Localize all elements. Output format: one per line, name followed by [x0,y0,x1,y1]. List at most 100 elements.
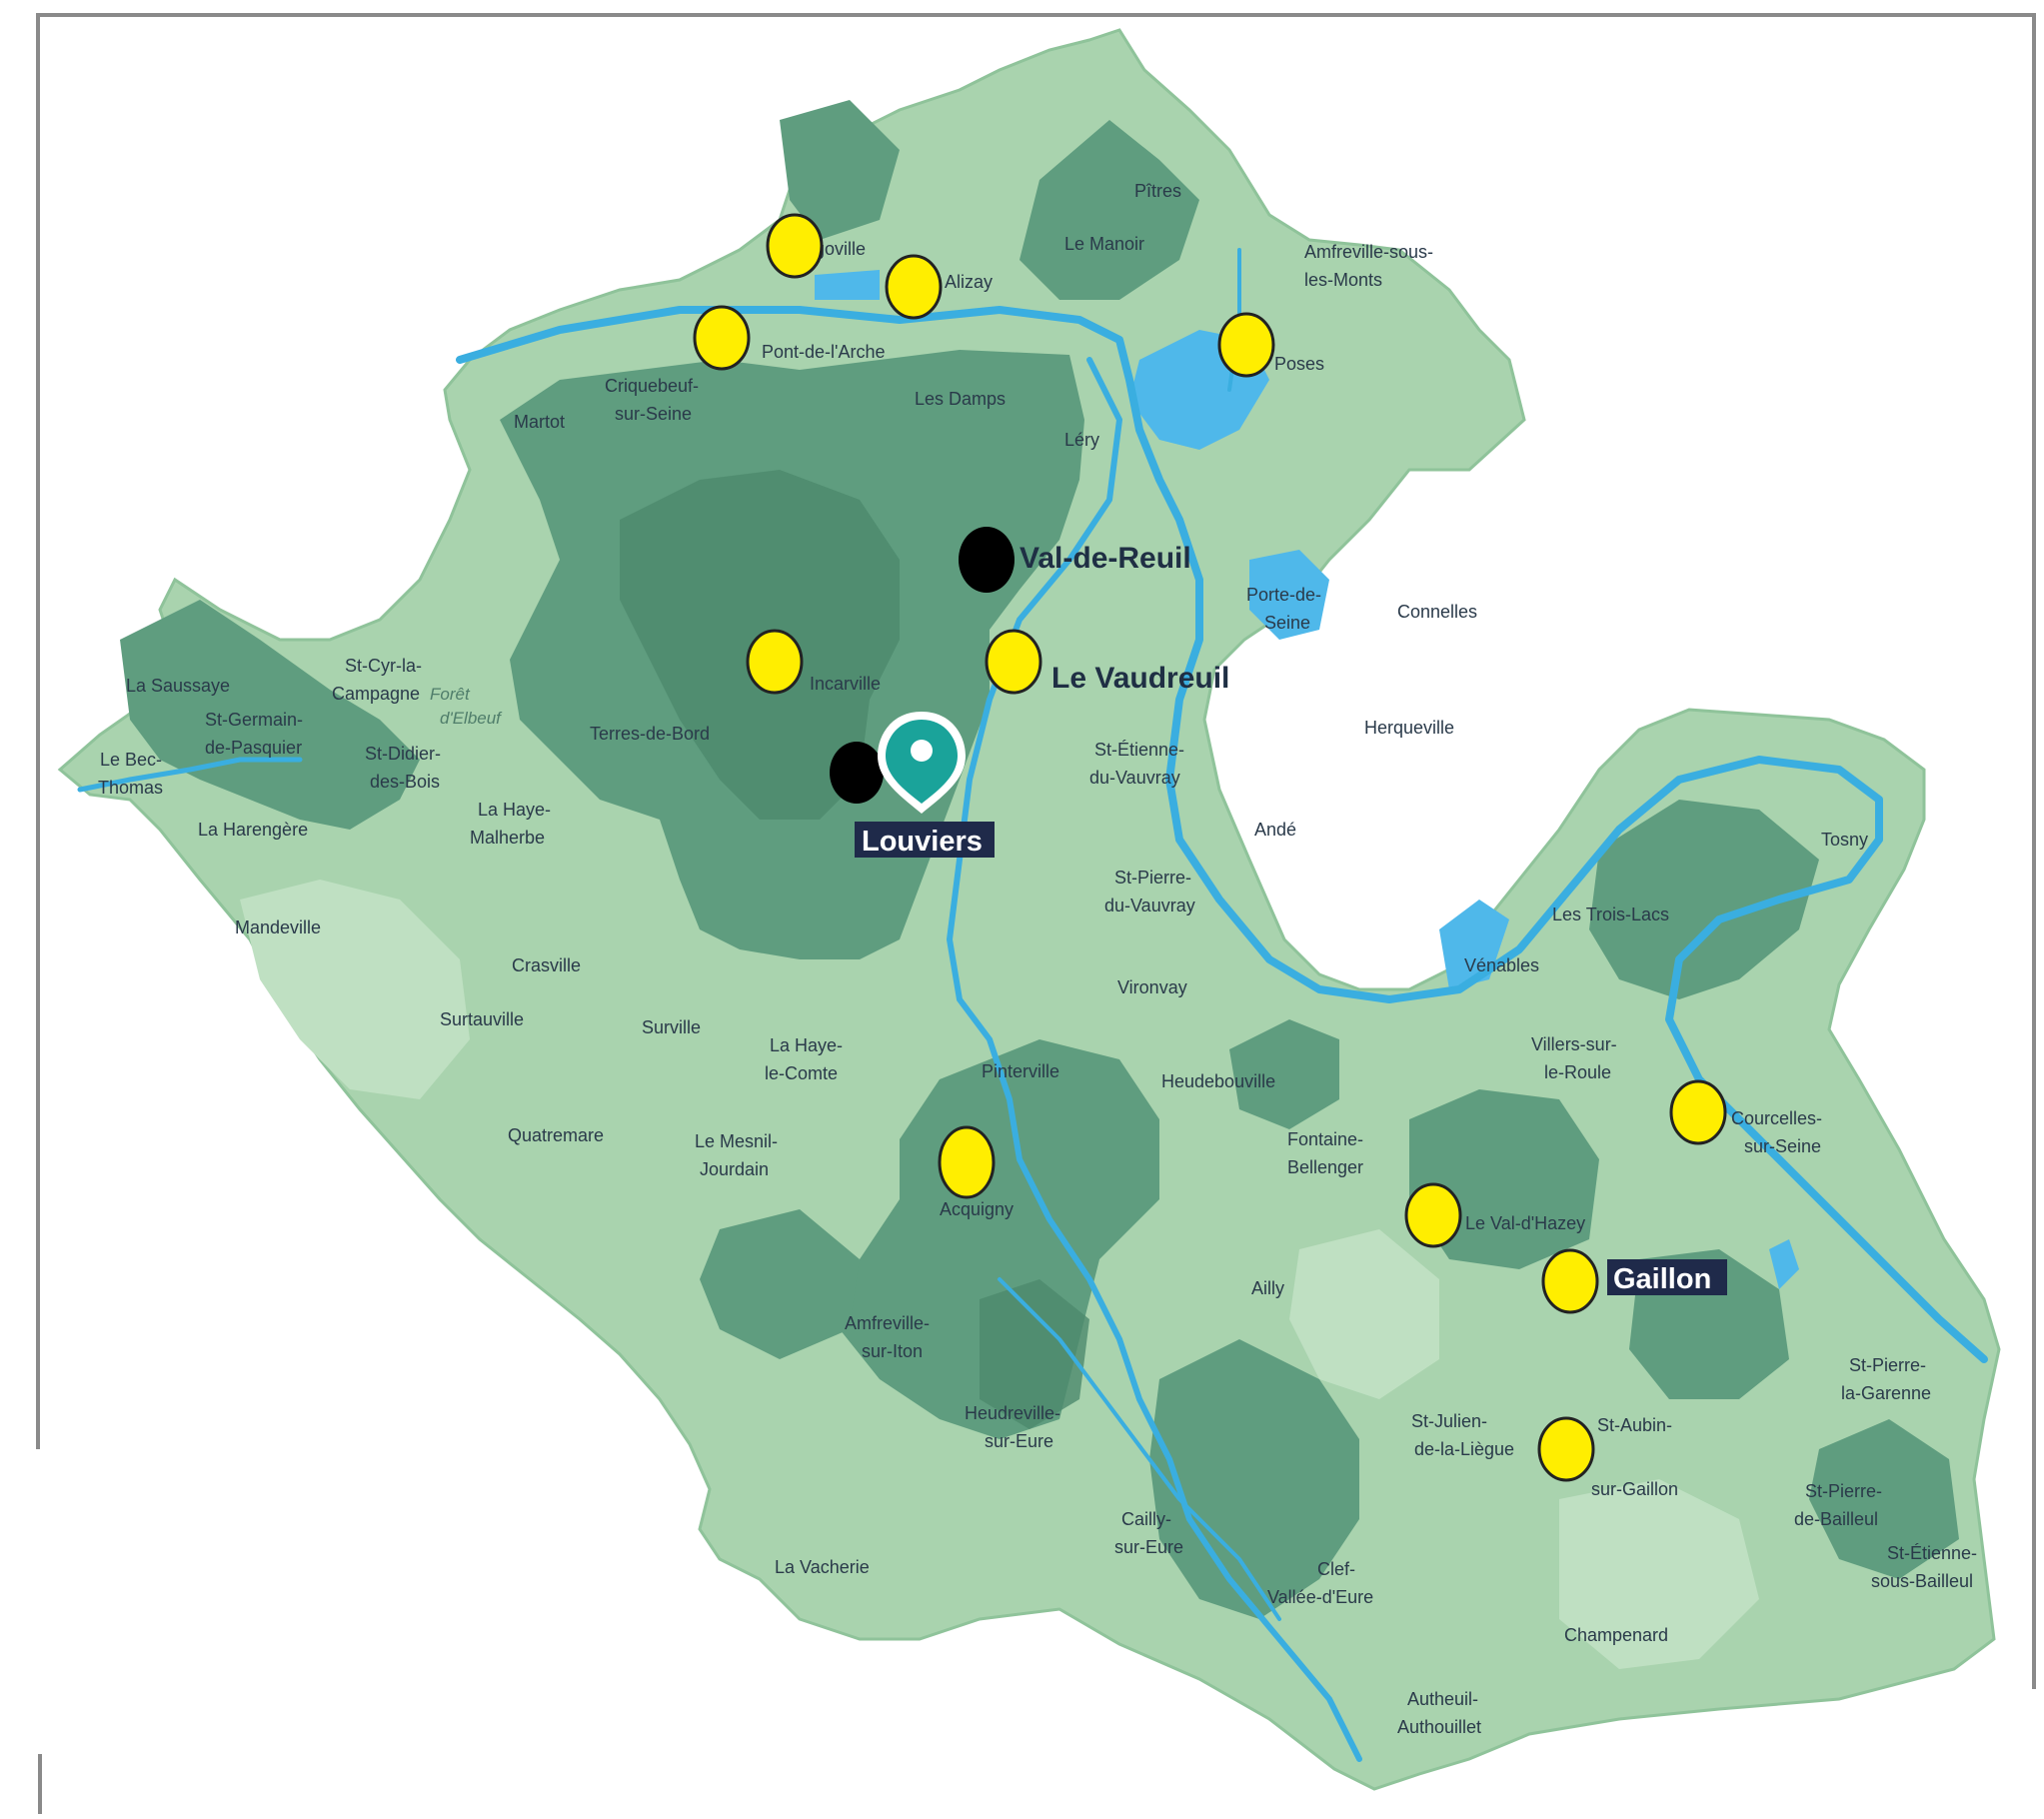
label-cailly-2: sur-Eure [1114,1537,1183,1557]
label-st-julien-2: de-la-Liègue [1414,1439,1514,1459]
label-courcelles-2: sur-Seine [1744,1136,1821,1156]
label-le-bec-1: Le Bec- [100,750,162,770]
label-la-vacherie: La Vacherie [775,1557,870,1577]
label-st-etienne-bailleul-2: sous-Bailleul [1871,1571,1973,1591]
label-courcelles-1: Courcelles- [1731,1108,1822,1128]
label-gaillon: Gaillon [1613,1263,1711,1295]
yellow-marker-st-aubin[interactable] [1537,1416,1595,1482]
label-heudebouville: Heudebouville [1161,1071,1275,1091]
label-ailly: Ailly [1251,1278,1284,1298]
label-st-didier-1: St-Didier- [365,744,441,764]
label-martot: Martot [514,412,565,432]
label-la-haye-comte-1: La Haye- [770,1035,843,1055]
forest-label-elbeuf-2: d'Elbeuf [440,709,503,728]
label-terres-de-bord: Terres-de-Bord [590,724,710,744]
label-st-aubin-1: St-Aubin- [1597,1415,1672,1435]
label-st-julien-1: St-Julien- [1411,1411,1487,1431]
yellow-marker-courcelles[interactable] [1669,1079,1727,1145]
black-markers[interactable] [830,527,1015,804]
label-amfreville-monts-1: Amfreville-sous- [1304,242,1433,262]
label-amfreville-iton-2: sur-Iton [862,1341,923,1361]
yellow-marker-incarville[interactable] [746,629,804,695]
label-pitres: Pîtres [1134,181,1181,201]
label-clef-1: Clef- [1317,1559,1355,1579]
label-st-germain-1: St-Germain- [205,710,303,730]
label-autheuil-2: Authouillet [1397,1717,1481,1737]
yellow-marker-gaillon[interactable] [1541,1248,1599,1314]
forest-label-elbeuf-1: Forêt [430,685,471,704]
label-la-haye-malherbe-2: Malherbe [470,828,545,848]
label-mandeville: Mandeville [235,917,321,937]
label-le-bec-2: Thomas [98,778,163,798]
label-heudreville-1: Heudreville- [965,1403,1060,1423]
label-ande: Andé [1254,820,1296,840]
label-st-etienne-vauvray-2: du-Vauvray [1089,768,1180,788]
label-amfreville-iton-1: Amfreville- [845,1313,930,1333]
label-st-etienne-bailleul-1: St-Étienne- [1887,1543,1977,1563]
label-criquebeuf-1: Criquebeuf- [605,376,699,396]
yellow-markers[interactable] [693,213,1727,1482]
label-la-harengere: La Harengère [198,820,308,840]
label-clef-2: Vallée-d'Eure [1267,1587,1373,1607]
label-pinterville: Pinterville [982,1061,1059,1081]
label-quatremare: Quatremare [508,1125,604,1145]
label-acquigny: Acquigny [940,1199,1014,1219]
label-st-germain-2: de-Pasquier [205,738,302,758]
yellow-marker-alizay[interactable] [885,254,943,320]
label-val-de-reuil: Val-de-Reuil [1020,542,1191,575]
label-st-didier-2: des-Bois [370,772,440,792]
label-porte-seine-1: Porte-de- [1246,585,1321,605]
label-le-vaudreuil: Le Vaudreuil [1051,662,1229,695]
town-labels: Igoville Alizay Pîtres Le Manoir Amfrevi… [98,181,1977,1737]
label-st-pierre-vauvray-2: du-Vauvray [1104,896,1195,915]
label-le-mesnil-2: Jourdain [700,1159,769,1179]
label-le-val-hazey: Le Val-d'Hazey [1465,1213,1585,1233]
yellow-marker-le-val-hazey[interactable] [1404,1182,1462,1248]
yellow-marker-igoville[interactable] [766,213,824,279]
label-igoville: Igoville [810,239,866,259]
label-st-cyr-1: St-Cyr-la- [345,656,422,676]
label-connelles: Connelles [1397,602,1477,622]
yellow-marker-pont-arche[interactable] [693,305,751,371]
label-les-damps: Les Damps [915,389,1006,409]
label-surville: Surville [642,1017,701,1037]
label-la-haye-malherbe-1: La Haye- [478,800,551,820]
label-criquebeuf-2: sur-Seine [615,404,692,424]
label-la-saussaye: La Saussaye [126,676,230,696]
label-champenard: Champenard [1564,1625,1668,1645]
yellow-marker-acquigny[interactable] [938,1125,996,1199]
yellow-marker-poses[interactable] [1217,312,1275,378]
label-st-pierre-vauvray-1: St-Pierre- [1114,868,1191,888]
label-heudreville-2: sur-Eure [985,1431,1053,1451]
label-st-pierre-bailleul-2: de-Bailleul [1794,1509,1878,1529]
label-fontaine-2: Bellenger [1287,1157,1363,1177]
label-venables: Vénables [1464,955,1539,975]
label-crasville: Crasville [512,955,581,975]
label-surtauville: Surtauville [440,1009,524,1029]
label-porte-seine-2: Seine [1264,613,1310,633]
label-les-trois-lacs: Les Trois-Lacs [1552,905,1669,924]
label-louviers: Louviers [862,826,983,858]
label-st-pierre-garenne-2: la-Garenne [1841,1383,1931,1403]
label-st-pierre-garenne-1: St-Pierre- [1849,1355,1926,1375]
label-lery: Léry [1064,430,1099,450]
yellow-marker-le-vaudreuil[interactable] [985,629,1042,695]
black-marker-val-de-reuil[interactable] [959,527,1015,593]
label-autheuil-1: Autheuil- [1407,1689,1478,1709]
label-le-mesnil-1: Le Mesnil- [695,1131,778,1151]
label-st-aubin-2: sur-Gaillon [1591,1479,1678,1499]
label-fontaine-1: Fontaine- [1287,1129,1363,1149]
label-vironvay: Vironvay [1117,977,1187,997]
label-le-manoir: Le Manoir [1064,234,1144,254]
black-marker-louviers[interactable] [830,742,884,804]
louviers-label-box [855,822,995,858]
label-villers-2: le-Roule [1544,1062,1611,1082]
light-land-patches [240,880,1759,1669]
location-pin-icon[interactable] [878,712,966,814]
label-villers-1: Villers-sur- [1531,1034,1617,1054]
label-st-pierre-bailleul-1: St-Pierre- [1805,1481,1882,1501]
gaillon-label-box [1607,1259,1727,1295]
label-herqueville: Herqueville [1364,718,1454,738]
